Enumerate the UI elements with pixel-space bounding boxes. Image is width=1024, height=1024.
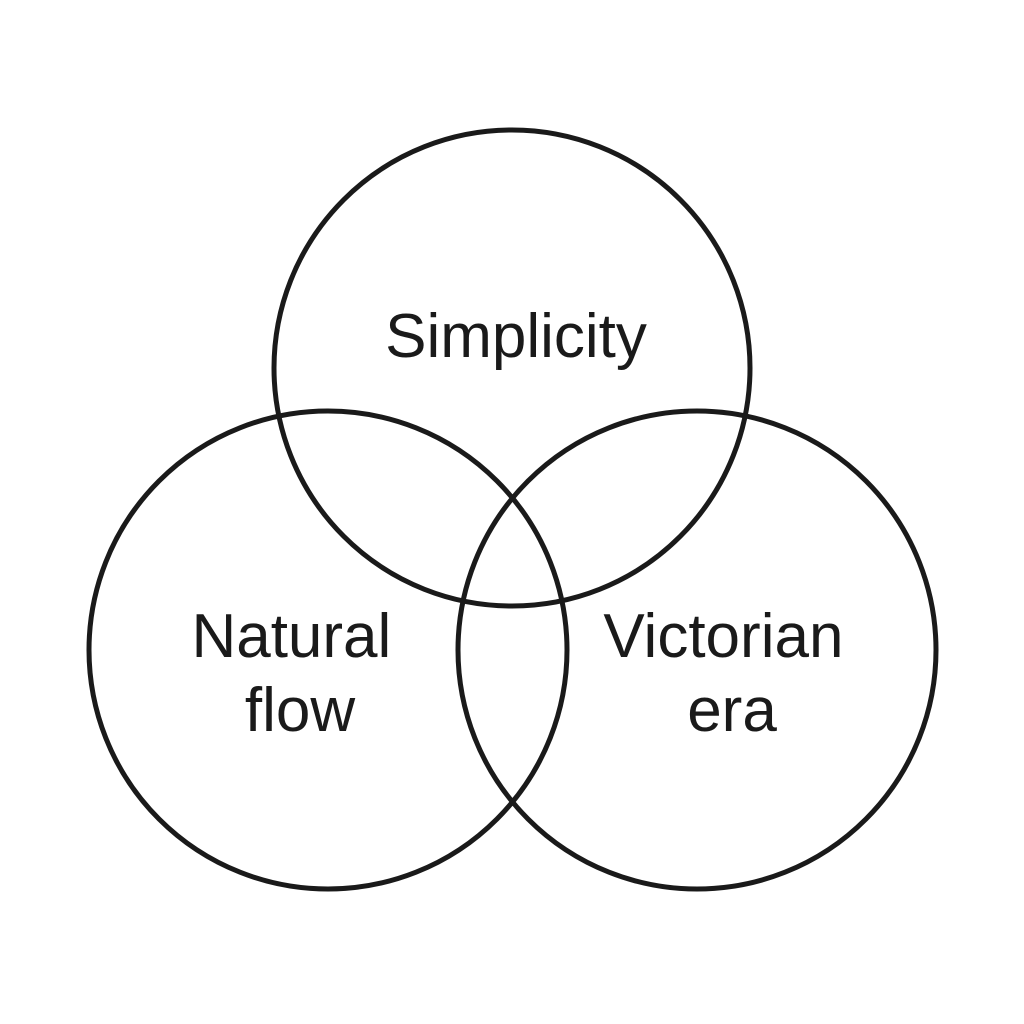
- label-simplicity: Simplicity: [385, 302, 647, 371]
- label-natural-flow-line-2: flow: [245, 676, 355, 745]
- label-natural-flow: Natural flow: [191, 602, 408, 745]
- circle-victorian-era: [455, 408, 939, 892]
- label-victorian-era: Victorian era: [603, 602, 860, 745]
- label-victorian-era-line-1: Victorian: [603, 602, 843, 671]
- label-victorian-era-line-2: era: [687, 676, 777, 745]
- circle-natural-flow: [86, 408, 570, 892]
- circle-simplicity: [271, 127, 753, 609]
- label-simplicity-line-1: Simplicity: [385, 302, 647, 371]
- label-natural-flow-line-1: Natural: [191, 602, 391, 671]
